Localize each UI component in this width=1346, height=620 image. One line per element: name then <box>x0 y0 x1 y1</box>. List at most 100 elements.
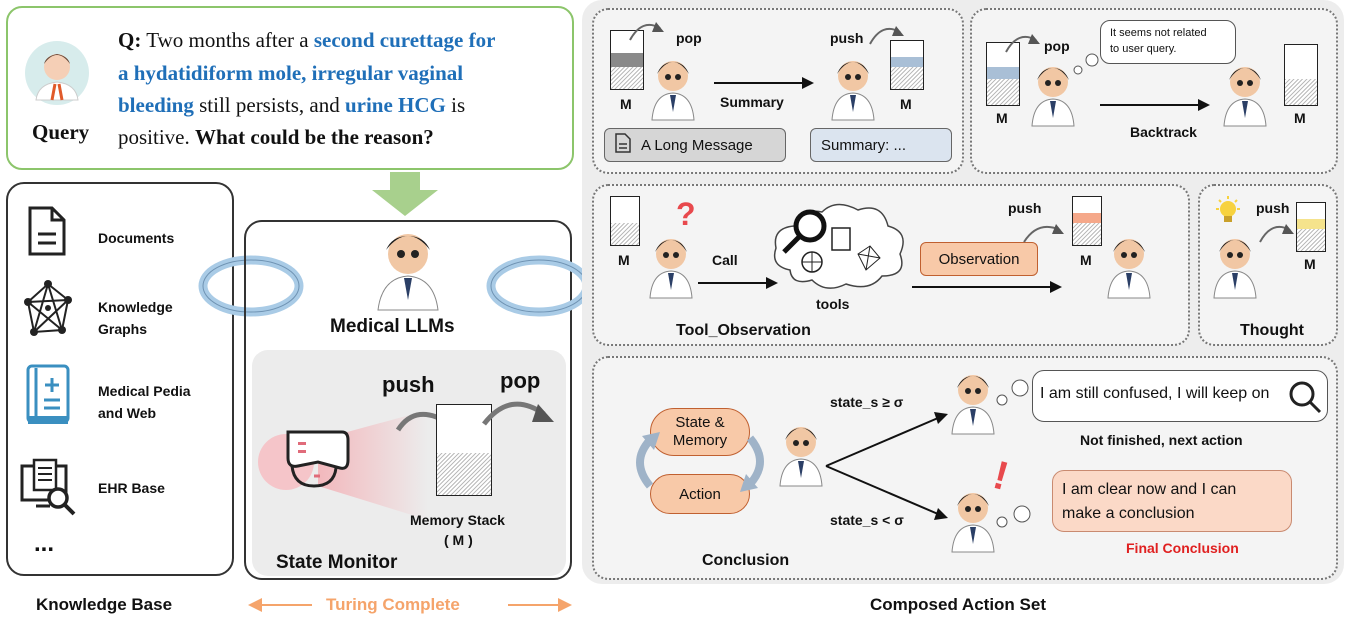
thought-dots-icon <box>994 500 1044 535</box>
state-monitor-title: State Monitor <box>276 552 398 573</box>
document-icon <box>26 206 66 261</box>
doctor-avatar-icon <box>1106 234 1152 303</box>
push-arrow-icon <box>868 20 908 55</box>
clear-bubble <box>1052 470 1292 532</box>
final-conclusion-label: Final Conclusion <box>1126 540 1239 556</box>
tool-call-label: Call <box>712 252 738 268</box>
query-line-3: bleeding still persists, and urine HCG i… <box>118 93 466 117</box>
query-line-1: Q: Two months after a second curettage f… <box>118 28 496 52</box>
tool-stack-2 <box>1072 196 1102 246</box>
backtrack-bubble-text: It seems not related to user query. <box>1110 27 1207 55</box>
cycle-arrow-left-icon <box>196 246 306 331</box>
thought-dots-icon <box>1072 52 1102 81</box>
backtrack-bubble <box>1100 20 1236 64</box>
tool-push: push <box>1008 200 1042 216</box>
doctor-avatar-icon <box>648 234 694 303</box>
summary-pop: pop <box>676 30 702 46</box>
right-arrow-icon <box>912 280 1062 299</box>
turing-complete-label: Turing Complete <box>326 595 460 614</box>
backtrack-m2: M <box>1294 110 1306 126</box>
summary-result-box: Summary: ... <box>810 128 952 162</box>
knowledge-base-box <box>6 182 234 576</box>
summary-arrow-label: Summary <box>720 94 784 110</box>
document-icon <box>615 133 631 157</box>
thought-dots-icon <box>994 376 1034 411</box>
action-pill: Action <box>650 474 750 514</box>
pop-arrow-icon <box>1004 28 1044 63</box>
q-prefix: Q: <box>118 28 142 52</box>
confused-bubble <box>1032 370 1328 422</box>
right-arrow-icon <box>698 276 778 295</box>
cond-lt-label: state_s < σ <box>830 512 904 528</box>
medical-llms-title: Medical LLMs <box>330 316 455 337</box>
query-line-2: a hydatidiform mole, irregular vaginal <box>118 61 464 85</box>
conclusion-title: Conclusion <box>702 552 790 569</box>
backtrack-pop: pop <box>1044 38 1070 54</box>
thought-m: M <box>1304 256 1316 272</box>
confused-bubble-text: I am still confused, I will keep on <box>1040 385 1270 402</box>
query-label: Query <box>32 120 90 144</box>
kb-item-more: ... <box>34 530 55 557</box>
memory-stack <box>436 404 492 496</box>
right-arrow-icon <box>714 76 814 95</box>
tools-label: tools <box>816 296 850 312</box>
search-icon <box>1288 380 1324 421</box>
clear-bubble-text: I am clear now and I can make a conclusi… <box>1062 481 1237 522</box>
right-arrow-icon <box>1100 98 1210 117</box>
memory-stack-m-label: ( M ) <box>444 532 473 548</box>
pop-label: pop <box>500 368 541 393</box>
turing-arrow-icon <box>248 598 572 617</box>
doctor-avatar-icon <box>950 488 996 557</box>
doctor-avatar-icon <box>650 56 696 125</box>
summary-m2: M <box>900 96 912 112</box>
query-line-4: positive. What could be the reason? <box>118 125 434 149</box>
pop-arrow-icon <box>480 392 560 437</box>
summary-stack-2 <box>890 40 924 90</box>
branch-arrows-icon <box>825 412 950 525</box>
doctor-avatar-icon <box>778 422 824 491</box>
doctor-avatar-icon <box>1222 62 1268 131</box>
kb-item-medical-pedia: Medical Pedia and Web <box>98 383 191 421</box>
doctor-avatar-icon <box>950 370 996 439</box>
doctor-avatar-icon <box>24 40 90 106</box>
query-box <box>6 6 574 170</box>
tool-m2: M <box>1080 252 1092 268</box>
memory-stack-label: Memory Stack <box>410 512 505 528</box>
push-arrow-icon <box>1022 218 1068 253</box>
push-label: push <box>382 372 435 397</box>
summary-stack-1 <box>610 30 644 90</box>
kb-item-knowledge-graphs: Knowledge Graphs <box>98 299 173 337</box>
push-arrow-icon <box>1258 218 1298 253</box>
cycle-arrow-right-icon <box>484 246 594 331</box>
lightbulb-icon <box>1214 196 1242 231</box>
tools-cloud-icon <box>770 200 910 297</box>
doctor-avatar-icon <box>1030 62 1076 131</box>
composed-action-set-title: Composed Action Set <box>870 595 1046 614</box>
tool-stack-1 <box>610 196 640 246</box>
medical-book-icon <box>24 364 72 433</box>
kb-item-documents: Documents <box>98 230 175 246</box>
observation-pill: Observation <box>920 242 1038 276</box>
doctor-avatar-icon <box>830 56 876 125</box>
state-memory-pill: State & Memory <box>650 408 750 456</box>
not-finished-label: Not finished, next action <box>1080 432 1243 448</box>
summary-push: push <box>830 30 864 46</box>
tool-observation-title: Tool_Observation <box>676 322 811 339</box>
thought-title: Thought <box>1240 322 1304 339</box>
thought-push: push <box>1256 200 1290 216</box>
summary-m1: M <box>620 96 632 112</box>
knowledge-graph-icon <box>22 280 74 341</box>
ehr-icon <box>20 458 78 521</box>
backtrack-stack-1 <box>986 42 1020 106</box>
backtrack-arrow-label: Backtrack <box>1130 124 1197 140</box>
tool-m1: M <box>618 252 630 268</box>
knowledge-base-title: Knowledge Base <box>36 595 173 614</box>
monitor-eye-icon <box>258 410 438 525</box>
cycle-arrow-icon <box>620 410 780 519</box>
doctor-avatar-icon <box>1212 234 1258 303</box>
cond-ge-label: state_s ≥ σ <box>830 394 904 410</box>
backtrack-m1: M <box>996 110 1008 126</box>
thought-stack <box>1296 202 1326 252</box>
down-arrow-icon <box>370 172 440 216</box>
pop-arrow-icon <box>628 16 668 51</box>
